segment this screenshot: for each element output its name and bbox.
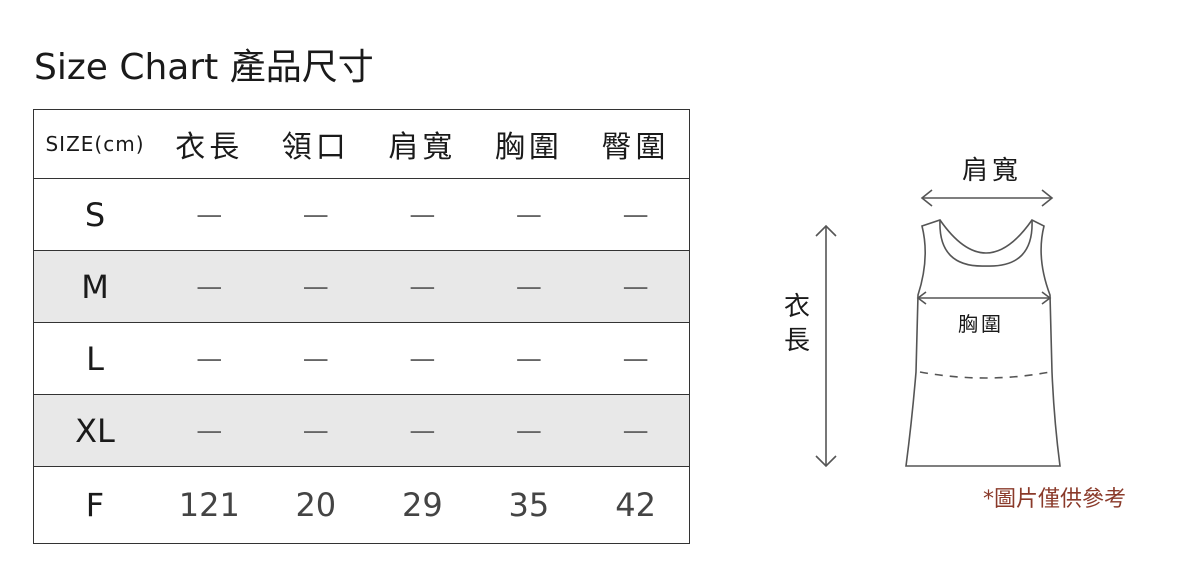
table-cell: — (582, 250, 690, 323)
table-cell: — (582, 178, 690, 251)
table-cell: 42 (615, 486, 656, 524)
table-cell: — (262, 322, 370, 395)
chest-label: 胸圍 (958, 312, 1004, 336)
reference-note: *圖片僅供參考 (983, 487, 1127, 512)
header-hip: 臀圍 (582, 109, 690, 179)
table-cell: — (475, 322, 583, 395)
header-size: SIZE(cm) (33, 109, 156, 179)
length-arrow-top-head (815, 224, 837, 237)
table-cell: — (582, 322, 690, 395)
chest-arrow-right-head (1041, 291, 1052, 305)
table-cell: — (369, 394, 476, 467)
size-label: L (33, 322, 156, 395)
garment-diagram: 肩寬 衣長 胸圍 (760, 140, 1180, 520)
chest-arrow-left-head (916, 291, 927, 305)
length-label: 衣長 (783, 292, 810, 356)
table-header-row: SIZE(cm) 衣長 領口 肩寬 胸圍 臀圍 (33, 109, 690, 179)
table-row: S — — — — — (33, 178, 690, 251)
size-table: SIZE(cm) 衣長 領口 肩寬 胸圍 臀圍 S — — — — — M — … (33, 109, 690, 544)
table-cell: — (582, 394, 690, 467)
shoulder-arrow-right-head (1041, 189, 1054, 207)
waist-line (919, 371, 1051, 379)
table-cell: 29 (401, 486, 443, 524)
table-cell: — (369, 322, 476, 395)
table-cell: 35 (508, 486, 550, 524)
table-cell: — (262, 178, 370, 251)
table-row: L — — — — — (33, 322, 690, 395)
shoulder-label: 肩寬 (962, 156, 1023, 186)
size-label: S (33, 178, 156, 251)
size-label: F (85, 486, 105, 524)
table-cell: — (475, 178, 583, 251)
dress-outline (905, 218, 1061, 467)
table-row: F 121 20 29 35 42 (34, 467, 690, 544)
table-row: M — — — — — (33, 250, 690, 323)
tank-dress-illustration (815, 189, 1061, 468)
table-cell: — (156, 250, 263, 323)
page-title: Size Chart 產品尺寸 (34, 47, 374, 88)
table-cell: — (369, 250, 476, 323)
neckline (939, 219, 1033, 267)
size-label: M (33, 250, 156, 323)
header-length: 衣長 (156, 109, 263, 179)
table-cell: — (475, 250, 583, 323)
table-cell: — (156, 394, 263, 467)
table-cell: 20 (295, 486, 337, 524)
table-cell: 121 (178, 486, 240, 524)
table-cell: — (369, 178, 476, 251)
table-cell: — (156, 322, 263, 395)
size-label: XL (33, 394, 156, 467)
table-cell: — (475, 394, 583, 467)
header-chest: 胸圍 (475, 109, 583, 179)
shoulder-arrow-left-head (920, 189, 933, 207)
table-cell: — (262, 250, 370, 323)
header-shoulder: 肩寬 (369, 109, 476, 179)
header-neckline: 領口 (262, 109, 370, 179)
table-row: XL — — — — — (33, 394, 690, 467)
table-cell: — (262, 394, 370, 467)
length-arrow-bottom-head (815, 455, 837, 468)
table-cell: — (156, 178, 263, 251)
